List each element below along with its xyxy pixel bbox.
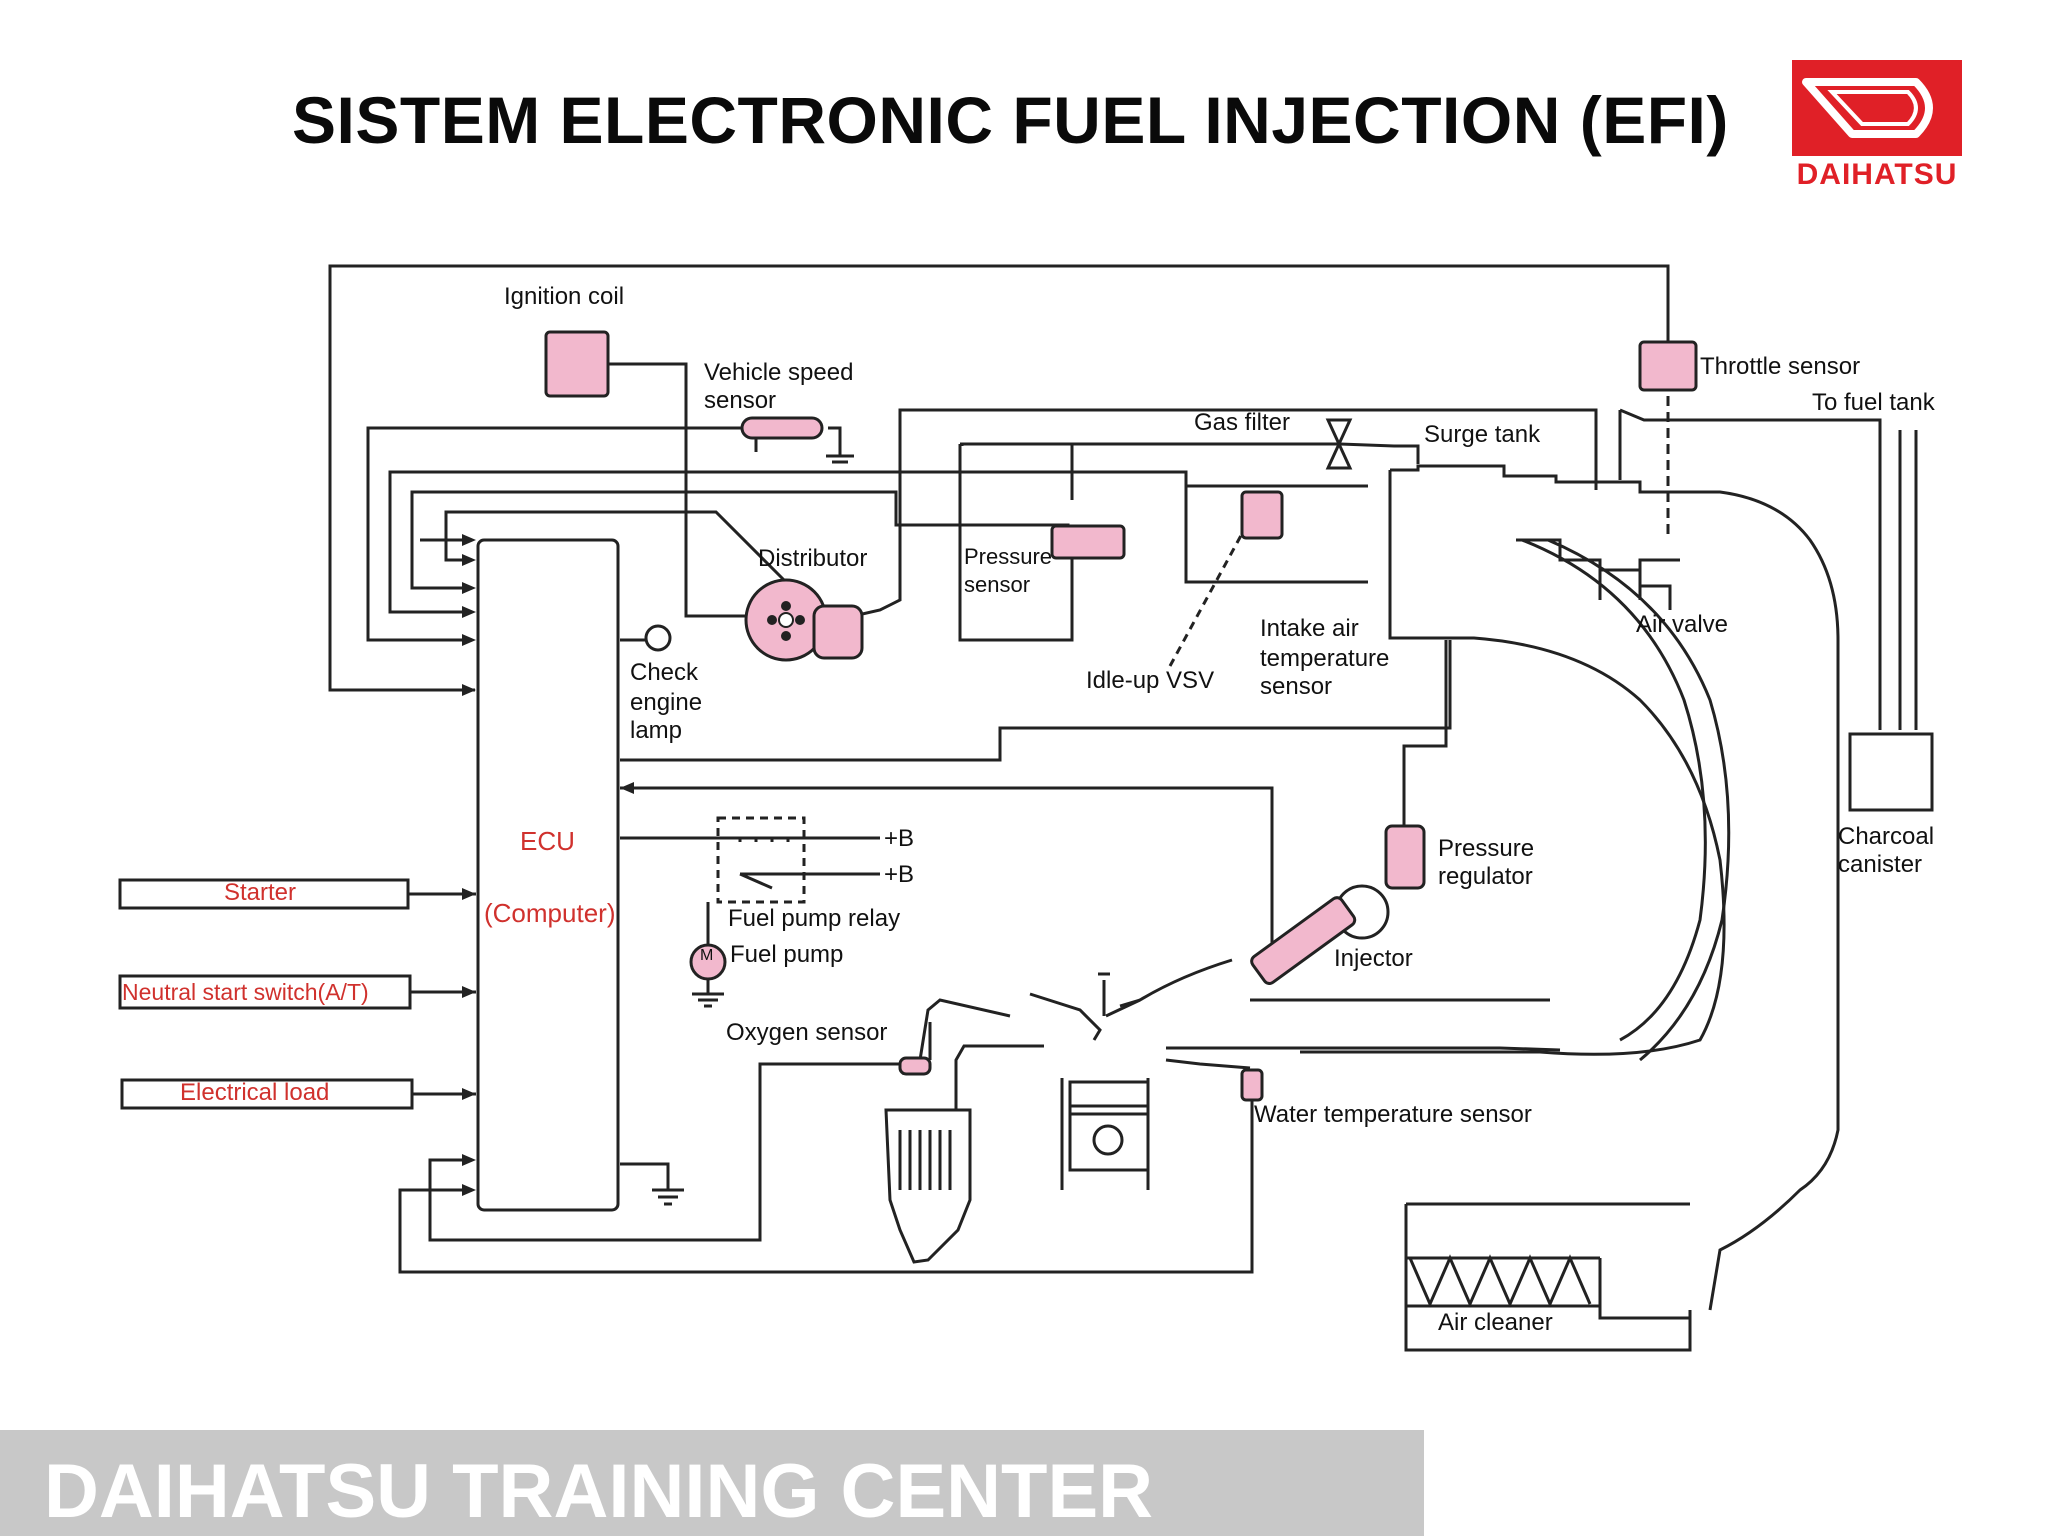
fuel-pump-icon [689, 943, 727, 981]
label-idle-up-vsv: Idle-up VSV [1086, 667, 1214, 694]
wire-oxygen [428, 1062, 912, 1242]
wire-throttle [328, 264, 1670, 692]
pressure-regulator-icon [1384, 824, 1426, 890]
check-lamp-icon [644, 624, 672, 652]
label-check-lamp-3: lamp [630, 717, 682, 744]
spark-plug [1098, 972, 1110, 1016]
footer-banner: DAIHATSU TRAINING CENTER [0, 1430, 1424, 1536]
manifold-lower-3 [1165, 1058, 1251, 1070]
label-charcoal-1: Charcoal [1838, 823, 1934, 850]
label-charcoal-2: canister [1838, 851, 1922, 878]
water-temp-sensor-icon [1240, 1068, 1264, 1102]
label-fuel-pump: Fuel pump [730, 941, 843, 968]
fuel-pump-relay-box [716, 816, 806, 904]
to-fuel-tank-line [1618, 408, 1882, 730]
idle-up-leader [1168, 529, 1246, 667]
label-throttle-sensor: Throttle sensor [1700, 353, 1860, 380]
intake-outer [1521, 538, 1707, 1042]
distributor-body-icon [812, 604, 864, 660]
logo-text: DAIHATSU [1796, 158, 1958, 191]
label-gas-filter: Gas filter [1194, 409, 1290, 436]
vehicle-speed-sensor-icon [740, 416, 824, 440]
pressure-sensor-icon [1050, 524, 1126, 560]
throttle-sensor-icon [1638, 340, 1698, 392]
label-pressure-sensor-2: sensor [964, 572, 1030, 597]
wire-3 [388, 470, 1368, 614]
wire-5 [444, 510, 786, 582]
cat-lines [898, 1130, 952, 1190]
label-vehicle-speed-2: sensor [704, 387, 776, 414]
charcoal-lines [1898, 430, 1918, 730]
label-neutral-start: Neutral start switch(A/T) [122, 979, 369, 1005]
label-pressure-regulator-1: Pressure [1438, 835, 1534, 862]
vss-ground [826, 426, 854, 464]
piston [1068, 1080, 1150, 1172]
idle-up-vsv-icon [1240, 490, 1284, 540]
relay-line-2 [739, 872, 880, 890]
injector-icon [1250, 896, 1357, 985]
daihatsu-logo: DAIHATSU [1792, 60, 1962, 200]
efi-diagram: Ignition coil Vehicle speed sensor Throt… [118, 264, 1936, 1352]
label-injector: Injector [1334, 945, 1413, 972]
logo-emblem [1792, 60, 1962, 156]
footer-text: DAIHATSU TRAINING CENTER [44, 1449, 1154, 1534]
label-fuel-pump-motor: M [700, 947, 713, 964]
exhaust-lower [954, 1044, 1044, 1110]
wire-ecu-to-sensors [620, 640, 1452, 762]
label-to-fuel-tank: To fuel tank [1812, 389, 1936, 416]
air-cleaner-box [1404, 1202, 1692, 1352]
label-intake-air-3: sensor [1260, 673, 1332, 700]
label-electrical-load: Electrical load [180, 1079, 329, 1106]
air-valve [1598, 560, 1672, 610]
label-starter: Starter [224, 879, 296, 906]
label-intake-air-2: temperature [1260, 645, 1389, 672]
label-check-lamp-1: Check [630, 659, 699, 686]
label-ignition-coil: Ignition coil [504, 283, 624, 310]
distributor-details [767, 601, 805, 641]
label-distributor: Distributor [758, 545, 867, 572]
fuel-pump-ground [692, 978, 724, 1008]
surge-tank-inner [1300, 470, 1726, 1056]
manifold-upper [1105, 958, 1233, 1018]
wire-water-temp [398, 1084, 1254, 1274]
wire-intake-sensor [1184, 486, 1368, 584]
label-fuel-pump-relay: Fuel pump relay [728, 905, 900, 932]
charcoal-canister [1848, 732, 1934, 812]
cylinder [1060, 1078, 1150, 1190]
wire-injector [620, 786, 1274, 948]
gas-filter-icon [1325, 418, 1353, 470]
ecu-ground [620, 1162, 684, 1206]
intake-valve [1029, 992, 1141, 1041]
label-plus-b-1: +B [884, 825, 914, 852]
label-oxygen-sensor: Oxygen sensor [726, 1019, 887, 1046]
ignition-coil-icon [544, 330, 610, 398]
regulator-line [1402, 640, 1448, 826]
label-computer: (Computer) [484, 898, 615, 928]
catalytic-converter [884, 1108, 972, 1264]
logo-d-mark-icon [1802, 78, 1933, 138]
label-pressure-sensor: Pressure [964, 544, 1052, 569]
label-vehicle-speed: Vehicle speed [704, 359, 853, 386]
label-intake-air-1: Intake air [1260, 615, 1359, 642]
oxygen-sensor-icon [898, 1056, 932, 1076]
ecu-input-arrows [462, 534, 634, 1196]
page-title: SISTEM ELECTRONIC FUEL INJECTION (EFI) [292, 83, 1729, 157]
label-check-lamp-2: engine [630, 689, 702, 716]
ecu-box [476, 538, 620, 1212]
label-surge-tank: Surge tank [1424, 421, 1541, 448]
label-pressure-regulator-2: regulator [1438, 863, 1533, 890]
manifold-lower-2 [1166, 1046, 1561, 1052]
label-plus-b-2: +B [884, 861, 914, 888]
piston-pin [1092, 1124, 1124, 1156]
air-cleaner-filter [1408, 1254, 1592, 1308]
label-water-temp: Water temperature sensor [1254, 1101, 1532, 1128]
hose-gas-filter [960, 442, 1420, 464]
surge-tank [1390, 464, 1840, 1311]
label-ecu: ECU [520, 826, 575, 856]
label-air-cleaner: Air cleaner [1438, 1309, 1553, 1336]
wire-vss [366, 426, 758, 642]
hose-distributor [835, 408, 1598, 622]
wire-coil [608, 362, 752, 618]
label-air-valve: Air valve [1636, 611, 1728, 638]
